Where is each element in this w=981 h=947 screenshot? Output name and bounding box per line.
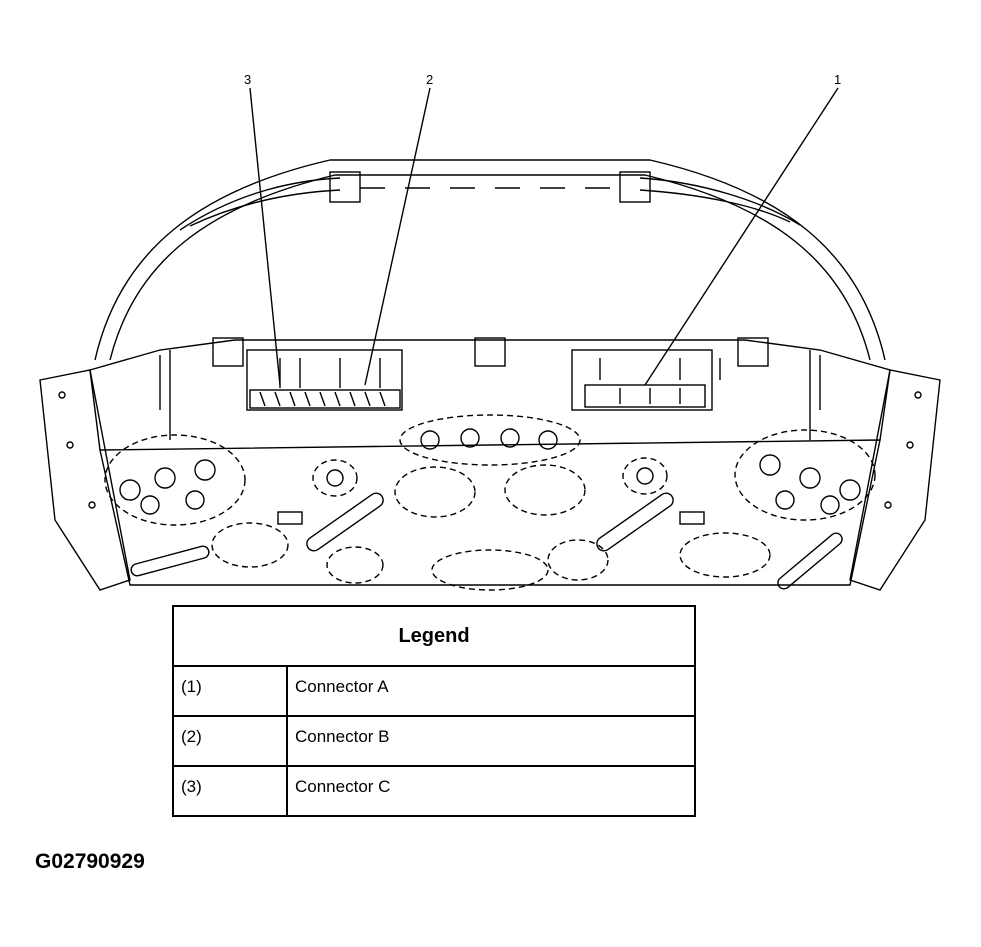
legend-table: Legend (1) Connector A (2) Connector B (…	[172, 605, 696, 817]
legend-row: (1) Connector A	[172, 665, 696, 717]
legend-description: Connector A	[286, 665, 696, 717]
leader-line-3	[249, 87, 281, 386]
cluster-hood-outline	[94, 159, 886, 361]
left-gauge-cluster	[104, 434, 246, 526]
top-clip-right	[619, 171, 651, 203]
instrument-cluster-diagram	[39, 87, 941, 591]
center-tab	[474, 337, 506, 367]
legend-title: Legend	[172, 605, 696, 667]
right-gauge-cluster	[734, 429, 876, 521]
legend-row: (2) Connector B	[172, 715, 696, 767]
figure-id: G02790929	[35, 850, 145, 873]
cluster-body-top	[89, 339, 891, 371]
legend-description: Connector B	[286, 715, 696, 767]
legend-number: (1)	[172, 665, 288, 717]
legend-number: (2)	[172, 715, 288, 767]
callout-number-1: 1	[834, 72, 842, 87]
legend-header-row: Legend	[172, 605, 696, 667]
legend-number: (3)	[172, 765, 288, 817]
leader-line-1	[644, 87, 839, 386]
callout-number-2: 2	[426, 72, 434, 87]
right-mounting-flange	[849, 369, 941, 591]
connector-a-housing	[571, 349, 713, 411]
cluster-front-face	[99, 439, 881, 586]
connector-bc-housing	[246, 349, 403, 411]
legend-row: (3) Connector C	[172, 765, 696, 817]
callout-number-3: 3	[244, 72, 252, 87]
left-mounting-flange	[39, 369, 131, 591]
top-clip-left	[329, 171, 361, 203]
leader-line-2	[364, 87, 431, 386]
legend-description: Connector C	[286, 765, 696, 817]
